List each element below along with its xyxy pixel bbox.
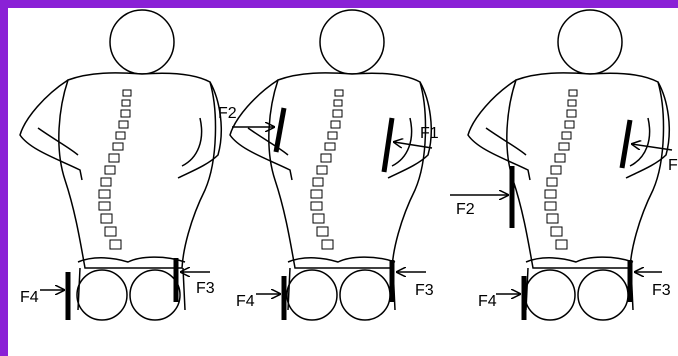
f2-label: F2 (456, 201, 475, 218)
f4-label: F4 (236, 293, 255, 310)
panel-3: F2 F F4 F3 (450, 10, 678, 320)
f1-label: F1 (420, 125, 439, 142)
f4-label: F4 (478, 293, 497, 310)
f3-label: F3 (652, 282, 671, 299)
f1-label: F (668, 157, 678, 174)
f3-label: F3 (415, 282, 434, 299)
f2-label: F2 (218, 105, 237, 122)
panel-2: F2 F1 F4 F3 (218, 10, 439, 320)
f4-label: F4 (20, 289, 39, 306)
f3-label: F3 (196, 280, 215, 297)
panel-1: F4 F3 (20, 10, 221, 320)
